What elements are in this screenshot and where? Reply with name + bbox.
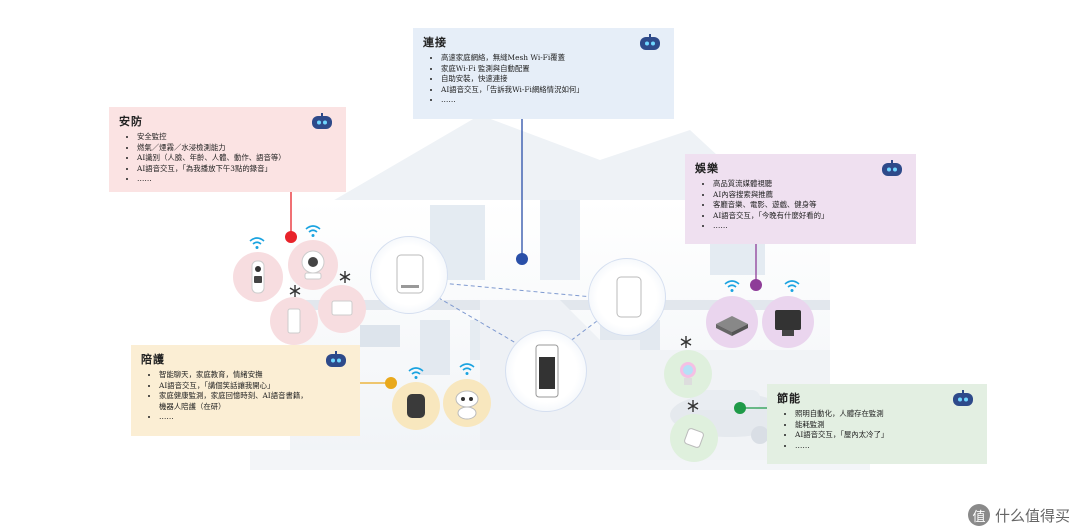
ai-robot-icon	[640, 34, 660, 50]
zigbee-icon	[289, 285, 301, 297]
list-item: ……	[159, 412, 350, 423]
wifi-icon	[724, 280, 740, 292]
list-item: AI語音交互，「講個笑話讓我開心」	[159, 381, 350, 392]
ai-robot-icon	[882, 160, 902, 176]
wifi-icon	[408, 367, 424, 379]
card-title: 連接	[423, 36, 447, 49]
smart-plug-device	[670, 414, 718, 462]
list-item: ……	[441, 95, 664, 106]
list-item: AI識別（人臉、年齡、人體、動作、語音等）	[137, 153, 336, 164]
smart-speaker-device	[392, 382, 440, 430]
connection-card: 連接 高速家庭網絡，無縫Mesh Wi-Fi覆蓋 家庭Wi-Fi 監測與自動配置…	[413, 28, 674, 119]
list-item: AI語音交互，「屋內太冷了」	[795, 430, 977, 441]
security-card: 安防 安全監控 燃氣／煙霧／水浸檢測能力 AI識別（人臉、年齡、人體、動作、語音…	[109, 107, 346, 192]
gateway-device	[505, 330, 587, 412]
list-item: 客廳音樂、電影、遊戲、健身等	[713, 200, 906, 211]
list-item: AI語音交互，「告訴我Wi-Fi網絡情況如何」	[441, 85, 664, 96]
wifi-icon	[459, 363, 475, 375]
list-item: 高品質流媒體視聽	[713, 179, 906, 190]
security-camera-device	[288, 240, 338, 290]
entertainment-card: 娛樂 高品質流媒體視聽 AI內容搜索與推薦 客廳音樂、電影、遊戲、健身等 AI語…	[685, 154, 916, 244]
list-item: 燃氣／煙霧／水浸檢測能力	[137, 143, 336, 154]
list-item: AI語音交互，「為我播放下午3點的錄音」	[137, 164, 336, 175]
companion-robot-device	[443, 379, 491, 427]
card-title: 陪護	[141, 353, 165, 366]
ai-robot-icon	[326, 351, 346, 367]
set-top-box-device	[706, 296, 758, 348]
zigbee-icon	[680, 336, 692, 348]
watermark-logo-icon: 值	[967, 504, 990, 526]
list-item: 家庭Wi-Fi 監測與自動配置	[441, 64, 664, 75]
watermark-text: 什么值得买	[994, 506, 1070, 525]
list-item: 高速家庭網絡，無縫Mesh Wi-Fi覆蓋	[441, 53, 664, 64]
list-item: ……	[713, 221, 906, 232]
wifi-icon	[784, 280, 800, 292]
list-item: ……	[137, 174, 336, 185]
card-title: 娛樂	[695, 162, 719, 175]
zigbee-icon	[687, 400, 699, 412]
doorbell-device	[233, 252, 283, 302]
care-card: 陪護 智能聊天，家庭教育，情緒安撫 AI語音交互，「講個笑話讓我開心」 家庭健康…	[131, 345, 360, 436]
list-item: 能耗監測	[795, 420, 977, 431]
list-item: ……	[795, 441, 977, 452]
list-item: 安全監控	[137, 132, 336, 143]
smart-display-device	[762, 296, 814, 348]
water-sensor-device	[318, 285, 366, 333]
list-item: 自助安裝，快速連接	[441, 74, 664, 85]
smart-bulb-device	[664, 350, 712, 398]
card-title: 節能	[777, 392, 801, 405]
site-watermark: 值 什么值得买	[967, 504, 1070, 526]
list-item: 照明自動化，人體存在監測	[795, 409, 977, 420]
energy-card: 節能 照明自動化，人體存在監測 能耗監測 AI語音交互，「屋內太冷了」 ……	[767, 384, 987, 464]
list-item: AI語音交互，「今晚有什麼好看的」	[713, 211, 906, 222]
smoke-sensor-device	[270, 297, 318, 345]
mesh-router-device	[370, 236, 448, 314]
card-title: 安防	[119, 115, 143, 128]
ai-robot-icon	[312, 113, 332, 129]
zigbee-icon	[339, 271, 351, 283]
list-item: 智能聊天，家庭教育，情緒安撫	[159, 370, 350, 381]
wifi-icon	[249, 237, 265, 249]
list-item: AI內容搜索與推薦	[713, 190, 906, 201]
mesh-node-device	[588, 258, 666, 336]
list-item: 家庭健康監測，家庭回憶時刻、AI語音書籍，機器人陪護（在研）	[159, 391, 309, 412]
ai-robot-icon	[953, 390, 973, 406]
wifi-icon	[305, 225, 321, 237]
